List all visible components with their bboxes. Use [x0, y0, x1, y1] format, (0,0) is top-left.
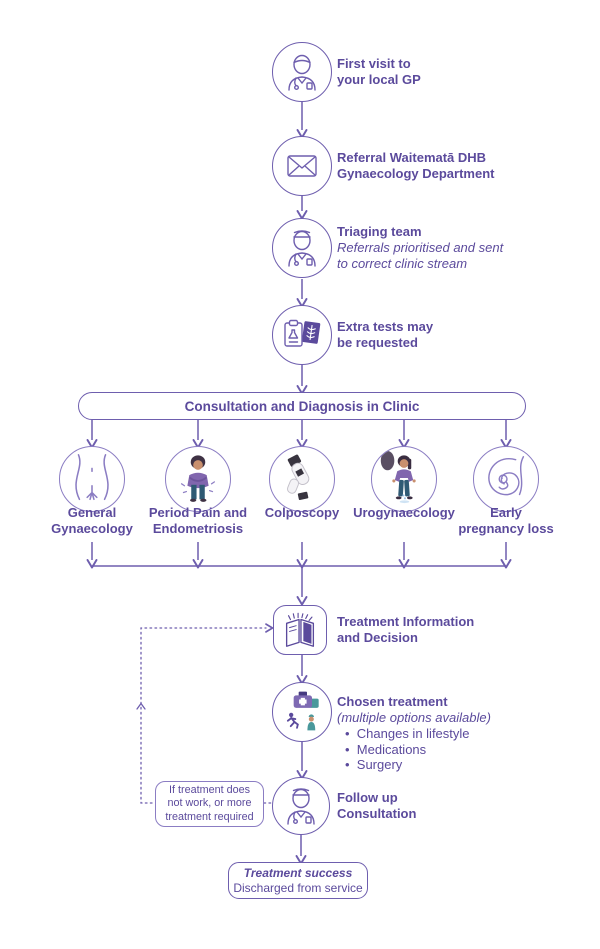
gp-visit-label: First visit to your local GP	[337, 56, 421, 87]
triage-subtitle: Referrals prioritised and sent to correc…	[337, 240, 504, 271]
treatment-success-subtitle: Discharged from service	[233, 880, 363, 895]
colposcope-icon	[287, 454, 310, 501]
chosen-treatment-subtitle: (multiple options available)	[337, 709, 491, 725]
triage-doctor-icon	[288, 230, 316, 267]
treatment-info-node	[273, 605, 327, 655]
consultation-banner: Consultation and Diagnosis in Clinic	[78, 392, 526, 420]
loop-note-label: If treatment does not work, or more trea…	[165, 783, 254, 823]
chosen-treatment-text: Chosen treatment (multiple options avail…	[337, 694, 491, 773]
urogynaecology-node	[371, 446, 437, 512]
period-pain-node	[165, 446, 231, 512]
treatment-option: Medications	[345, 742, 491, 758]
consultation-banner-label: Consultation and Diagnosis in Clinic	[184, 398, 420, 414]
gp-doctor-icon	[288, 54, 316, 91]
gp-visit-node	[272, 42, 332, 102]
general-gynaecology-node	[59, 446, 125, 512]
loop-note-box: If treatment does not work, or more trea…	[155, 781, 264, 827]
referral-node	[272, 136, 332, 196]
treatment-option: Changes in lifestyle	[345, 726, 491, 742]
follow-up-label: Follow up Consultation	[337, 790, 417, 821]
triage-node	[272, 218, 332, 278]
branch-label-early-pregnancy-loss: Early pregnancy loss	[458, 505, 554, 536]
treatment-option: Surgery	[345, 757, 491, 773]
tests-node	[272, 305, 332, 365]
envelope-icon	[287, 155, 317, 177]
early-pregnancy-loss-node	[473, 446, 539, 512]
urogynaecology-person-icon	[380, 450, 416, 504]
tests-xray-icon	[284, 319, 321, 347]
triage-title: Triaging team	[337, 224, 422, 239]
follow-up-node	[272, 777, 330, 835]
chosen-treatment-options: Changes in lifestyle Medications Surgery	[337, 726, 491, 773]
referral-label: Referral Waitematā DHB Gynaecology Depar…	[337, 150, 495, 181]
colposcopy-node	[269, 446, 335, 512]
branch-label-colposcopy: Colposcopy	[264, 505, 340, 520]
book-icon	[285, 612, 315, 647]
followup-doctor-icon	[287, 788, 315, 825]
chosen-treatment-node	[272, 682, 332, 742]
treatment-success-title: Treatment success	[243, 865, 353, 880]
tests-label: Extra tests may be requested	[337, 319, 434, 350]
period-pain-person-icon	[180, 455, 216, 502]
chosen-treatment-title: Chosen treatment	[337, 694, 448, 709]
branch-label-period-pain: Period Pain and Endometriosis	[148, 505, 248, 536]
pelvis-icon	[75, 454, 109, 501]
branch-label-general-gynaecology: General Gynaecology	[51, 505, 133, 536]
treatment-success-box: Treatment success Discharged from servic…	[228, 862, 368, 899]
fetus-icon	[488, 456, 525, 496]
branch-label-urogynaecology: Urogynaecology	[353, 505, 455, 520]
treatment-info-label: Treatment Information and Decision	[337, 614, 475, 645]
treatment-options-icon	[286, 691, 319, 731]
